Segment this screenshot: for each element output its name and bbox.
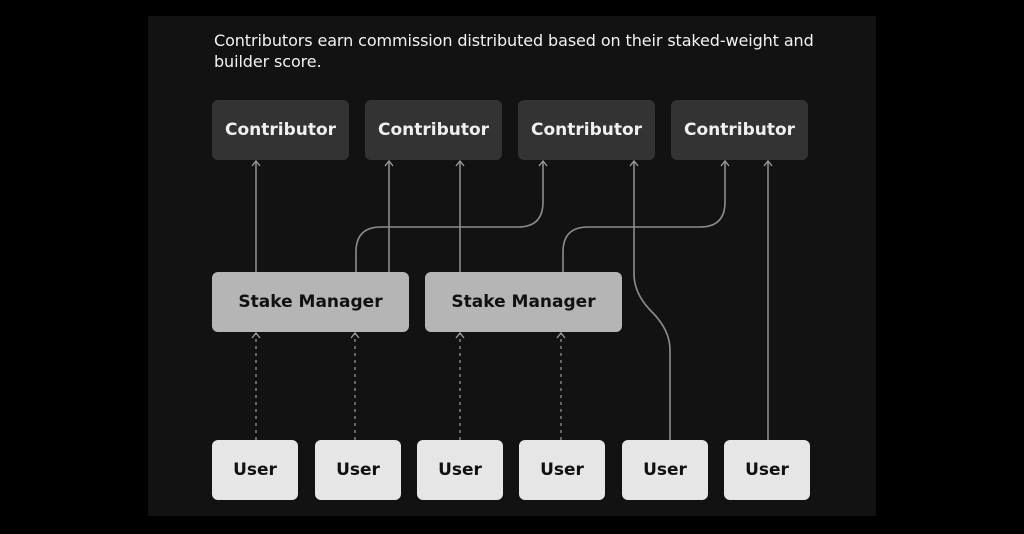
diagram-panel (148, 16, 876, 516)
contributor-node[interactable]: Contributor (365, 100, 502, 160)
connector-manager2-contributor4 (562, 159, 730, 272)
user-node[interactable]: User (622, 440, 708, 500)
user-node[interactable]: User (315, 440, 401, 500)
contributor-node[interactable]: Contributor (212, 100, 349, 160)
stake-manager-node[interactable]: Stake Manager (212, 272, 409, 332)
connector-manager1-contributor3 (355, 159, 548, 272)
contributor-node[interactable]: Contributor (671, 100, 808, 160)
contributor-node[interactable]: Contributor (518, 100, 655, 160)
connector-user5-contributor3 (629, 159, 671, 440)
stake-manager-node[interactable]: Stake Manager (425, 272, 622, 332)
diagram-caption: Contributors earn commission distributed… (214, 31, 814, 71)
user-node[interactable]: User (724, 440, 810, 500)
user-node[interactable]: User (519, 440, 605, 500)
user-node[interactable]: User (212, 440, 298, 500)
user-node[interactable]: User (417, 440, 503, 500)
